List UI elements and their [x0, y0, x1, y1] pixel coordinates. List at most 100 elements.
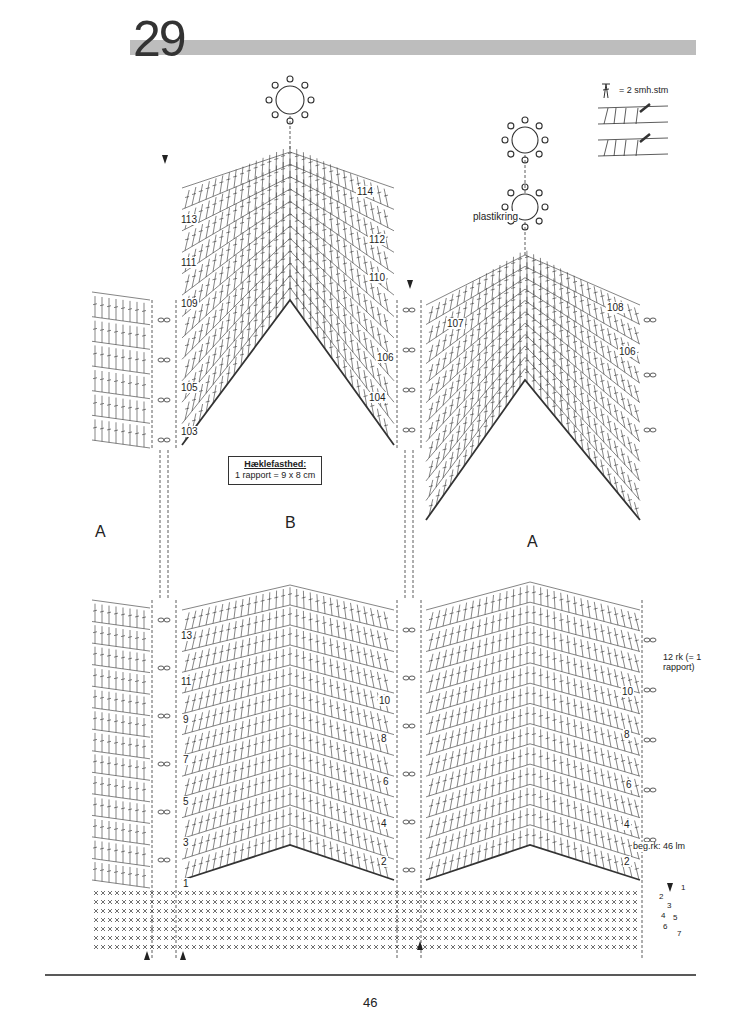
- stitch-path: [176, 300, 177, 450]
- stitch-path: [182, 845, 394, 880]
- stitch-path: [403, 628, 415, 872]
- section-letter: A: [526, 533, 539, 551]
- stitch-path: [152, 300, 153, 450]
- start-marker: [407, 280, 413, 289]
- row-number: 1: [680, 884, 686, 893]
- note: plastikring: [472, 211, 519, 222]
- row-number: 10: [621, 686, 634, 697]
- start-marker: [180, 951, 186, 960]
- stitch-path: [92, 292, 150, 448]
- stitch-path: [598, 138, 668, 156]
- stitch-path: [160, 450, 161, 600]
- stitch-path: [168, 450, 169, 600]
- row-number: 7: [182, 754, 190, 765]
- stitch-path: [525, 222, 526, 255]
- row-number: 4: [380, 818, 388, 829]
- note: 12 rk (= 1 rapport): [662, 653, 736, 673]
- stitch-path: [642, 600, 643, 960]
- row-number: 6: [625, 779, 633, 790]
- start-marker: [417, 941, 423, 950]
- stitch-path: [94, 927, 637, 931]
- stitch-path: [94, 945, 637, 949]
- stitch-path: [94, 909, 637, 913]
- row-number: 108: [606, 302, 625, 313]
- section-letter: A: [94, 523, 107, 541]
- stitch-path: [644, 318, 656, 432]
- row-number: 7: [676, 930, 682, 939]
- stitch-path: [152, 600, 153, 960]
- row-number: 3: [182, 837, 190, 848]
- stitch-path: [158, 618, 170, 862]
- row-number: 11: [180, 676, 192, 687]
- stitch-path: [403, 308, 415, 432]
- stitch-symbols: [92, 76, 673, 960]
- title-bar: [130, 40, 696, 55]
- row-number: 8: [623, 729, 631, 740]
- row-number: 9: [182, 714, 190, 725]
- start-marker: [144, 951, 150, 960]
- row-number: 106: [376, 352, 395, 363]
- stitch-path: [426, 251, 640, 519]
- row-number: 107: [446, 318, 465, 329]
- stitch-path: [405, 450, 406, 600]
- row-number: 6: [662, 923, 668, 932]
- start-marker: [667, 883, 673, 892]
- row-number: 1: [182, 878, 190, 889]
- gauge-box: Hæklefasthed:1 rapport = 9 x 8 cm: [228, 456, 322, 485]
- stitch-path: [421, 600, 422, 960]
- stitch-path: [397, 300, 398, 450]
- row-number: 4: [623, 819, 631, 830]
- stitch-path: [92, 600, 150, 888]
- stitch-path: [94, 936, 637, 940]
- page-number: 46: [362, 996, 378, 1010]
- row-number: 2: [623, 856, 631, 867]
- row-number: 3: [666, 902, 672, 911]
- row-number: 6: [382, 776, 390, 787]
- stitch-path: [644, 638, 656, 842]
- note: beg.rk: 46 lm: [632, 842, 686, 852]
- box-heading: Hæklefasthed:: [235, 459, 315, 470]
- row-number: 5: [672, 914, 678, 923]
- stitch-path: [598, 106, 668, 124]
- section-letter: B: [284, 514, 297, 532]
- row-number: 106: [618, 346, 637, 357]
- row-number: 112: [368, 234, 386, 245]
- row-number: 5: [182, 796, 190, 807]
- stitch-path: [397, 600, 398, 960]
- pattern-number: 29: [133, 14, 185, 64]
- row-number: 4: [660, 912, 666, 921]
- row-number: 10: [378, 695, 391, 706]
- stitch-path: [426, 582, 640, 880]
- stitch-path: [182, 300, 394, 445]
- stitch-path: [413, 450, 414, 600]
- stitch-path: [94, 900, 637, 904]
- stitch-path: [640, 104, 650, 142]
- row-number: 110: [368, 272, 386, 283]
- stitch-path: [426, 845, 640, 880]
- row-number: 2: [380, 856, 388, 867]
- box-text: 1 rapport = 9 x 8 cm: [235, 470, 315, 481]
- legend-text: = 2 smh.stm: [618, 86, 669, 96]
- row-number: 113: [180, 214, 198, 225]
- stitch-path: [182, 146, 394, 441]
- stitch-path: [290, 116, 291, 150]
- stitch-path: [158, 318, 170, 442]
- stitch-path: [421, 300, 422, 450]
- stitch-path: [94, 918, 637, 922]
- row-number: 109: [180, 298, 199, 309]
- start-marker: [162, 155, 168, 164]
- row-number: 2: [658, 893, 664, 902]
- stitch-path: [94, 891, 637, 895]
- stitch-path: [426, 380, 640, 520]
- row-number: 111: [180, 257, 197, 268]
- row-number: 8: [380, 733, 388, 744]
- row-number: 103: [180, 426, 199, 437]
- row-number: 13: [180, 630, 193, 641]
- row-number: 104: [368, 392, 387, 403]
- stitch-path: [602, 84, 610, 98]
- row-number: 105: [180, 382, 199, 393]
- row-number: 114: [356, 186, 374, 197]
- stitch-path: [176, 600, 177, 960]
- stitch-path: [525, 155, 526, 193]
